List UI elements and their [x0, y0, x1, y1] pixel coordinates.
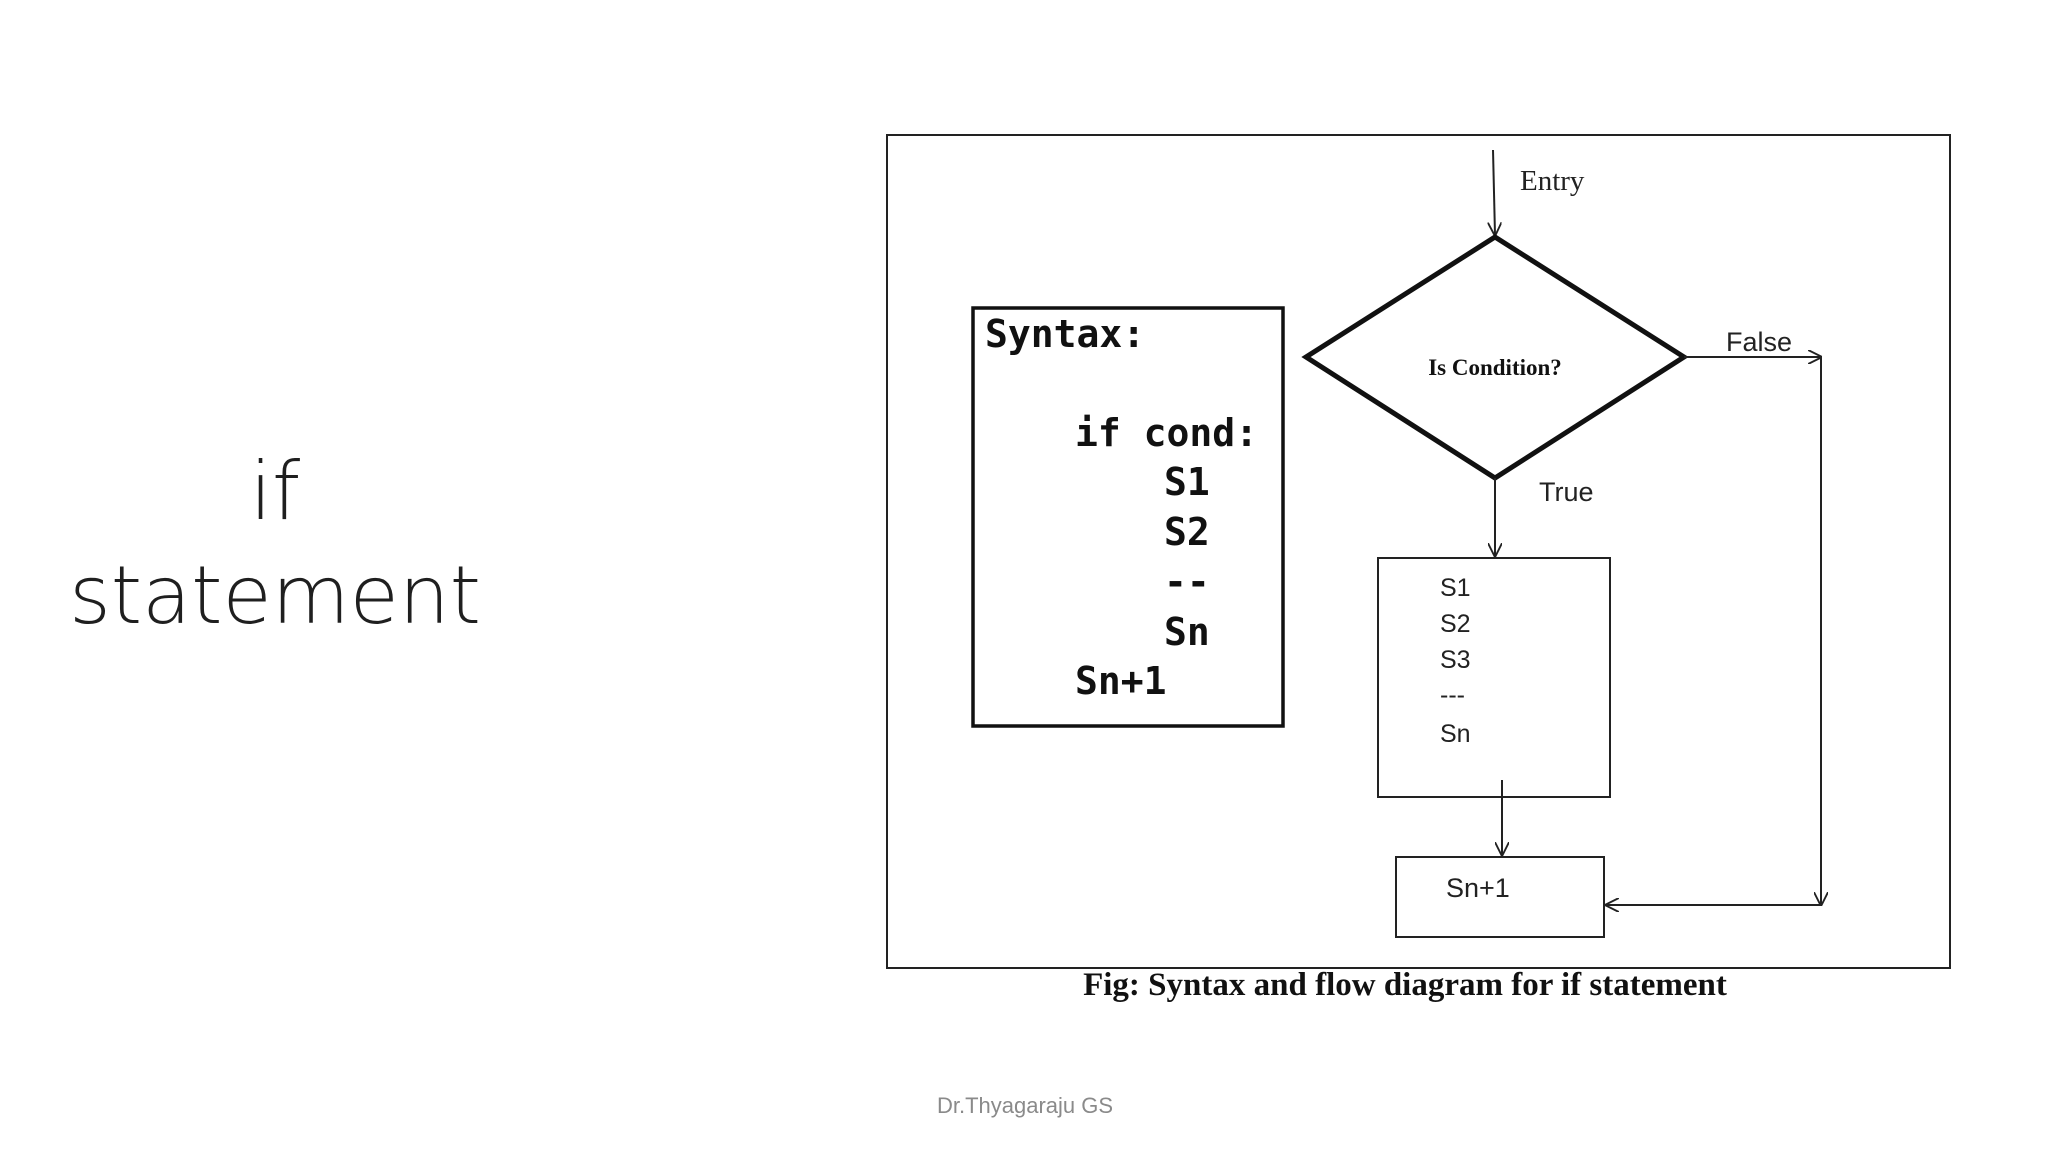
block-line-s1: S1 [1440, 574, 1471, 602]
syntax-line-s1: S1 [1164, 460, 1210, 504]
next-statement-box [1395, 856, 1605, 938]
false-label: False [1726, 327, 1792, 357]
true-label: True [1539, 477, 1594, 507]
figure-caption: Fig: Syntax and flow diagram for if stat… [1083, 967, 1727, 1003]
statement-block [1377, 557, 1611, 798]
slide-title-line-2: statement [69, 549, 481, 642]
next-statement-label: Sn+1 [1446, 873, 1510, 903]
syntax-line-dashes: -- [1164, 560, 1210, 604]
block-line-sn: Sn [1440, 720, 1471, 748]
syntax-line-if: if cond: [1075, 411, 1258, 455]
block-line-s3: S3 [1440, 646, 1471, 674]
syntax-line-sn1: Sn+1 [1075, 659, 1167, 703]
block-line-s2: S2 [1440, 610, 1471, 638]
block-line-dashes: --- [1440, 681, 1465, 709]
syntax-line-sn: Sn [1164, 610, 1210, 654]
slide-title: if statement [60, 440, 490, 648]
entry-arrow [1493, 149, 1495, 235]
figure-frame [886, 134, 1951, 969]
syntax-line-s2: S2 [1164, 510, 1210, 554]
slide-title-line-1: if [249, 445, 301, 538]
syntax-box [971, 306, 1285, 728]
syntax-heading: Syntax: [985, 312, 1145, 356]
entry-label: Entry [1520, 165, 1585, 197]
decision-label: Is Condition? [1428, 355, 1562, 380]
footer-author: Dr.Thyagaraju GS [936, 1093, 1114, 1118]
